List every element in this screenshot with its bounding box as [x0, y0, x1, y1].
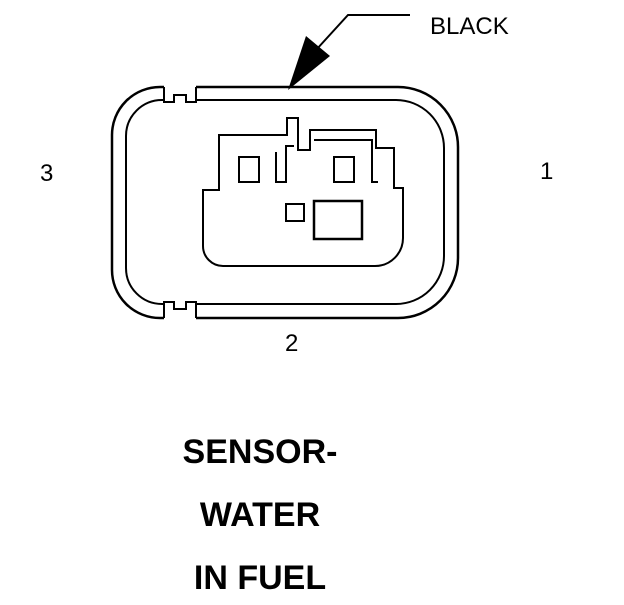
pin-2-window: [285, 203, 305, 222]
latch-detail: [275, 145, 294, 183]
pin-2-label: 2: [285, 330, 299, 357]
caption-line-1: SENSOR-: [182, 433, 338, 471]
pin-1-label: 1: [540, 158, 554, 185]
caption-line-3: IN FUEL: [193, 559, 327, 597]
caption-line-2: WATER: [199, 496, 321, 534]
latch-detail-right: [314, 139, 378, 183]
connector-outer-housing: [110, 85, 460, 320]
pin-1-window: [333, 156, 355, 183]
top-key-notch: [163, 84, 197, 103]
pin-3-window: [238, 156, 260, 183]
callout-arrowhead: [288, 36, 330, 90]
callout-color-label: BLACK: [430, 13, 509, 40]
pin-2-terminal: [312, 199, 364, 241]
pin-3-label: 3: [40, 160, 54, 187]
connector-inner-housing: [125, 99, 445, 305]
terminal-cavity: [202, 117, 404, 267]
bottom-key-notch: [163, 301, 197, 320]
callout-leader-line: [315, 14, 410, 51]
